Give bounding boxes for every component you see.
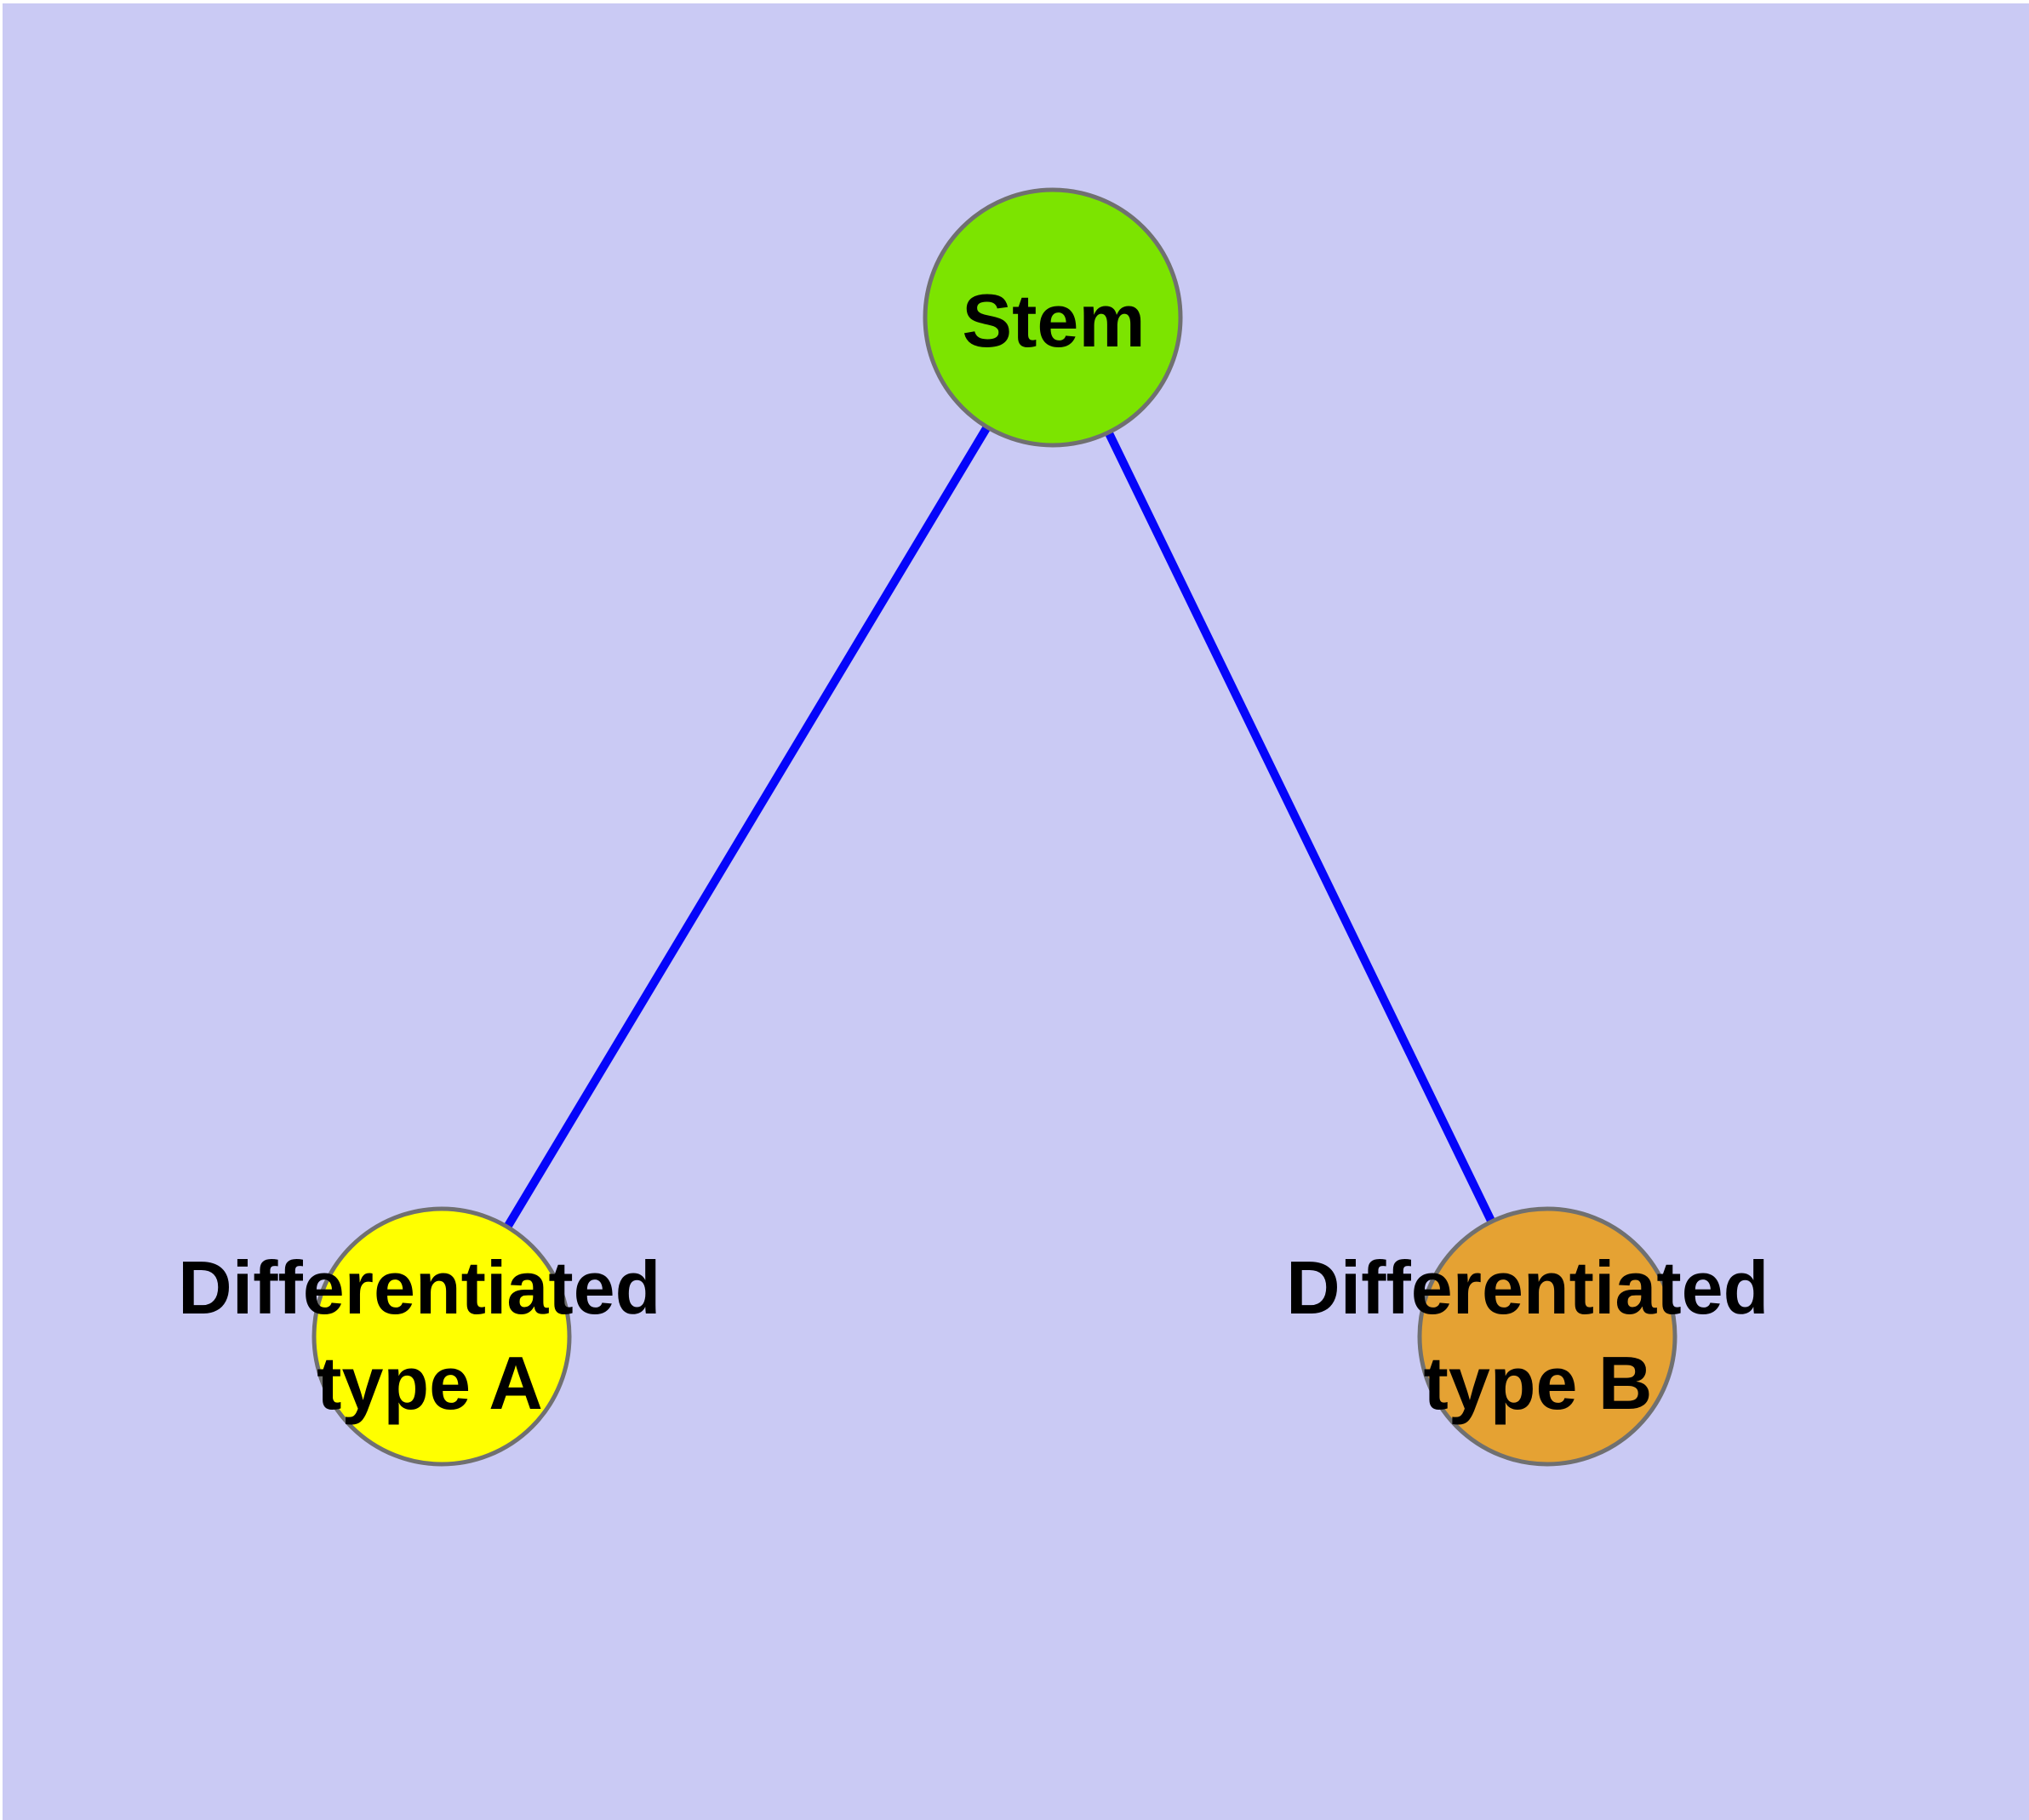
type-b-node-label: Differentiated type B	[1286, 1245, 1790, 1425]
type-b-label-line-1: Differentiated	[1286, 1245, 1769, 1330]
type-b-node-circle	[1417, 1206, 1677, 1467]
stem-node-circle	[923, 187, 1183, 448]
type-a-label-line-2: type A	[317, 1341, 543, 1425]
type-a-node-label: Differentiated type A	[178, 1245, 682, 1425]
type-a-node-circle	[311, 1206, 572, 1467]
edge-stem-to-type-b	[1049, 315, 1552, 1339]
stem-node-label: Stem	[962, 278, 1145, 363]
type-b-label-line-2: type B	[1424, 1341, 1653, 1425]
edge-stem-to-type-a	[437, 315, 1057, 1339]
type-a-label-line-1: Differentiated	[178, 1245, 660, 1330]
